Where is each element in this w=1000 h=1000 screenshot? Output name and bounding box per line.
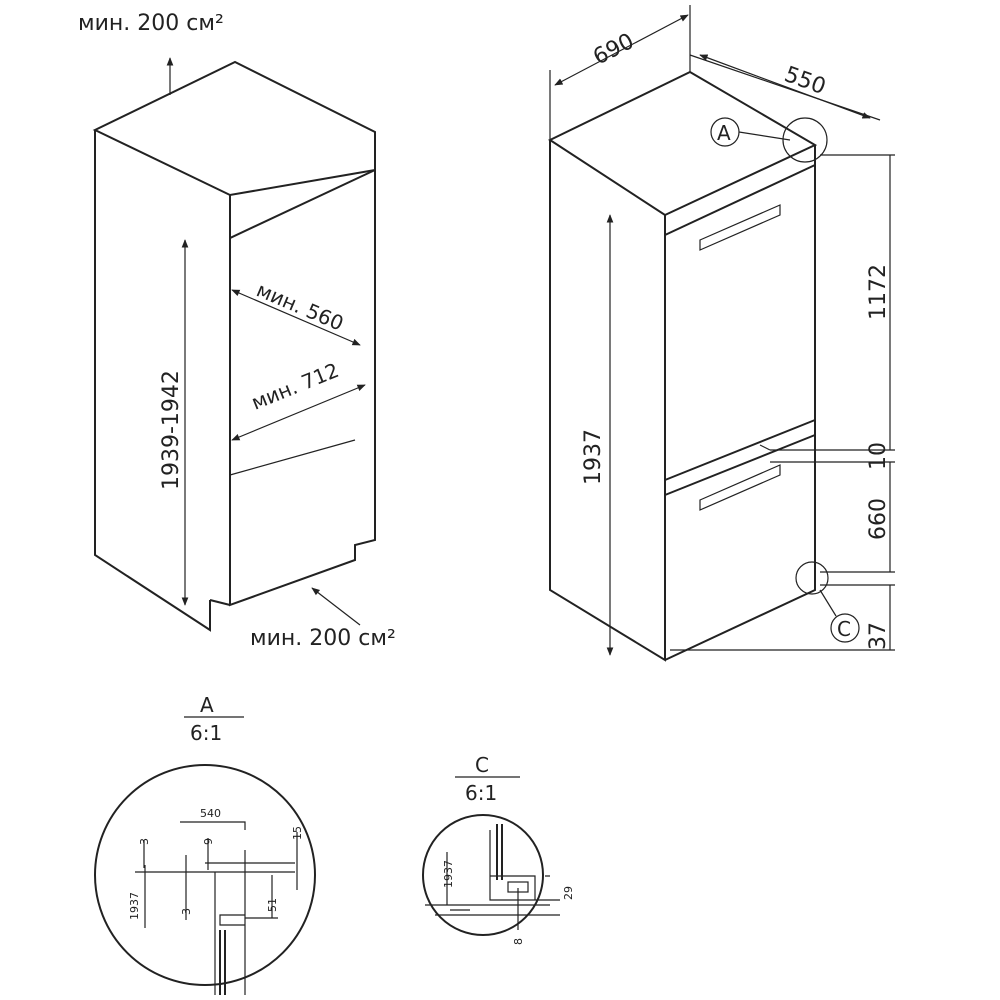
detail-a-label-9: 9 <box>202 838 215 845</box>
bottom-height-label: 37 <box>866 622 891 650</box>
niche-height-label: 1939-1942 <box>159 370 184 490</box>
fridge-width-label: 690 <box>589 29 638 70</box>
upper-height-label: 1172 <box>866 264 891 320</box>
detail-a-scale: 6:1 <box>190 721 222 745</box>
airflow-in-arrow <box>311 587 361 626</box>
detail-c-label-29: 29 <box>562 886 575 900</box>
detail-c-title: C <box>475 753 489 777</box>
detail-a-label-3-top: 3 <box>138 838 151 845</box>
fridge-drawing <box>547 5 895 662</box>
gap-label: 10 <box>866 442 891 470</box>
detail-c: C 6:1 1937 29 8 <box>422 753 575 945</box>
detail-a-label-3-bottom: 3 <box>180 908 193 915</box>
detail-a-label-51: 51 <box>266 898 279 912</box>
detail-c-label-8: 8 <box>512 938 525 945</box>
callout-a-label: A <box>717 121 731 145</box>
callout-c-label: C <box>837 617 851 641</box>
detail-c-callout-circle <box>795 561 829 595</box>
detail-a: A 6:1 540 15 9 3 1937 3 51 <box>94 693 316 995</box>
detail-a-title: A <box>200 693 214 717</box>
cabinet-niche-drawing <box>92 57 376 632</box>
detail-c-label-1937: 1937 <box>442 860 455 888</box>
detail-a-label-540: 540 <box>200 807 221 820</box>
detail-c-scale: 6:1 <box>465 781 497 805</box>
lower-height-label: 660 <box>866 498 891 540</box>
niche-depth-label: мин. 560 <box>253 278 347 336</box>
vent-top-label: мин. 200 см² <box>78 11 224 36</box>
fridge-height-label: 1937 <box>581 429 606 485</box>
vent-bottom-label: мин. 200 см² <box>250 626 396 651</box>
detail-a-label-1937: 1937 <box>128 892 141 920</box>
niche-width-label: мин. 712 <box>248 358 342 415</box>
fridge-depth-label: 550 <box>781 62 829 100</box>
detail-a-label-15: 15 <box>291 826 304 840</box>
